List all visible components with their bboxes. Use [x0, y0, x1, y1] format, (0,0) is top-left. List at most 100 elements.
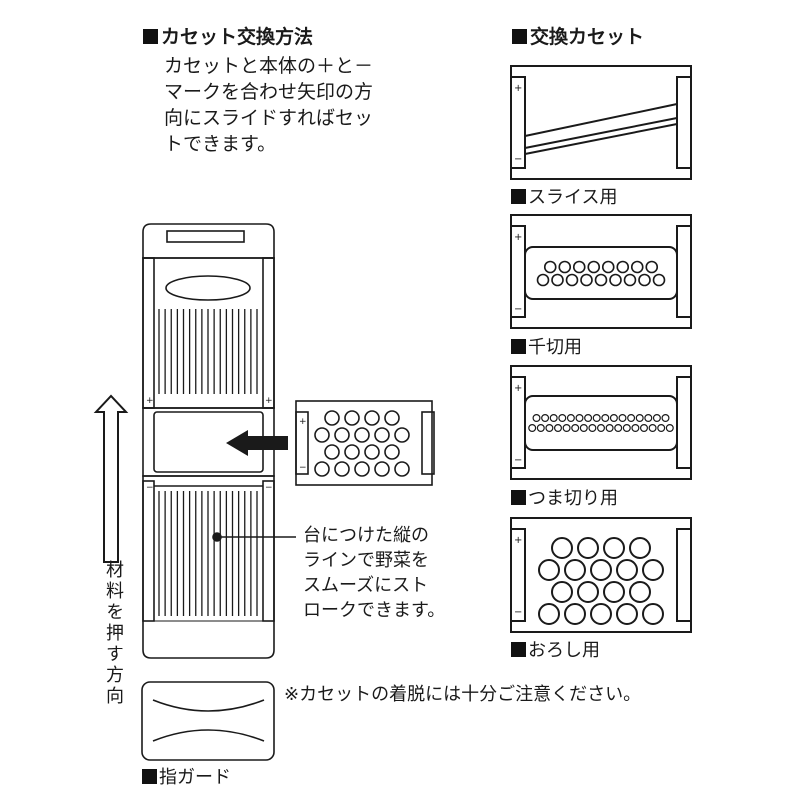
cassette-frame	[510, 65, 692, 180]
finger-guard-curve-top	[152, 699, 265, 712]
hole	[638, 273, 651, 287]
heading-bullet-square	[143, 29, 158, 44]
heading-bullet-square	[512, 29, 527, 44]
hole	[364, 444, 380, 460]
hole	[605, 424, 614, 433]
insert-cassette-holes	[314, 410, 410, 477]
hole	[616, 603, 638, 625]
hole	[603, 581, 625, 603]
hole	[661, 414, 670, 423]
finger-guard-curve-bottom	[152, 729, 265, 742]
label-text: 指ガード	[159, 767, 231, 788]
hole	[374, 461, 390, 477]
hole	[553, 424, 562, 433]
minus-mark: −	[514, 154, 522, 165]
hole	[584, 414, 593, 423]
stroke-callout-text: 台につけた縦の ラインで野菜を スムーズにスト ロークできます。	[303, 525, 446, 621]
hole	[645, 260, 659, 274]
hole	[572, 260, 586, 274]
slicer-top-cap	[142, 223, 275, 259]
hole	[551, 537, 573, 559]
hole	[579, 424, 588, 433]
blade-line	[524, 123, 678, 155]
insert-arrow-icon	[226, 430, 288, 456]
cassette-side-rail-right	[421, 411, 435, 475]
hole	[590, 559, 612, 581]
label-text: つま切り用	[528, 488, 618, 509]
hole	[596, 424, 605, 433]
plus-mark: +	[514, 232, 522, 243]
hole	[629, 537, 651, 559]
cassette-side-rail-left	[295, 411, 309, 475]
upper-rail-right	[262, 257, 275, 409]
plus-mark: +	[514, 83, 522, 94]
hole	[657, 424, 666, 433]
upper-rail-left	[142, 257, 155, 409]
hole	[629, 581, 651, 603]
hole	[384, 444, 400, 460]
minus-mark: −	[146, 483, 154, 493]
cassette-label-julienne: 千切用	[511, 333, 582, 359]
minus-mark: −	[514, 607, 522, 618]
plus-mark: +	[146, 396, 154, 406]
blade-line	[524, 117, 678, 149]
hole	[601, 260, 615, 274]
hole	[631, 424, 640, 433]
hole	[577, 581, 599, 603]
label-text: 千切用	[528, 337, 582, 358]
inserting-cassette-drawing: + −	[295, 400, 435, 486]
label-bullet-square	[142, 769, 157, 784]
blade-line	[524, 103, 678, 137]
julienne-holes	[536, 260, 666, 287]
cassette-grater-drawing: + −	[510, 517, 692, 633]
section-heading-cassette-exchange: カセット交換方法	[143, 22, 313, 49]
lower-ribs	[158, 491, 258, 616]
hole	[551, 273, 564, 287]
hole	[571, 424, 580, 433]
plus-mark: +	[299, 417, 307, 427]
hole	[627, 414, 636, 423]
label-bullet-square	[511, 642, 526, 657]
cassette-julienne-drawing: + −	[510, 214, 692, 329]
cassette-side-rail-right	[676, 528, 692, 622]
label-bullet-square	[511, 490, 526, 505]
hole	[614, 424, 623, 433]
hole	[588, 424, 597, 433]
fine-julienne-holes	[528, 414, 674, 433]
hole	[616, 559, 638, 581]
minus-mark: −	[514, 304, 522, 315]
upper-ribs	[158, 309, 258, 394]
minus-mark: −	[514, 455, 522, 466]
hole	[344, 444, 360, 460]
hole	[566, 414, 575, 423]
caution-note: ※カセットの着脱には十分ご注意ください。	[284, 684, 642, 705]
cassette-side-rail-right	[676, 76, 692, 169]
finger-guard-drawing	[141, 681, 275, 761]
hole	[536, 424, 545, 433]
cassette-side-rail-right	[676, 376, 692, 469]
hole	[536, 273, 550, 287]
lower-panel	[142, 475, 275, 659]
hole	[374, 427, 390, 443]
cassette-side-rail-right	[676, 225, 692, 318]
hole	[601, 414, 610, 423]
hole	[603, 537, 625, 559]
hole	[622, 424, 631, 433]
hole	[549, 414, 558, 423]
cassette-side-rail-left	[510, 528, 526, 622]
plus-mark: +	[514, 535, 522, 546]
minus-mark: −	[299, 463, 307, 473]
label-text: おろし用	[528, 640, 600, 661]
instructions-text: カセットと本体の＋と－ マークを合わせ矢印の方 向にスライドすればセッ トできま…	[164, 55, 374, 155]
cassette-fine-julienne-drawing: + −	[510, 365, 692, 480]
lower-rail-right	[262, 480, 275, 622]
hole	[623, 273, 637, 287]
hole	[577, 537, 599, 559]
hole	[334, 461, 350, 477]
section-heading-replacement-cassettes: 交換カセット	[512, 22, 644, 49]
label-oval	[165, 275, 251, 301]
cassette-side-rail-left	[510, 76, 526, 169]
cassette-label-slice: スライス用	[511, 183, 617, 209]
hole	[642, 603, 664, 625]
